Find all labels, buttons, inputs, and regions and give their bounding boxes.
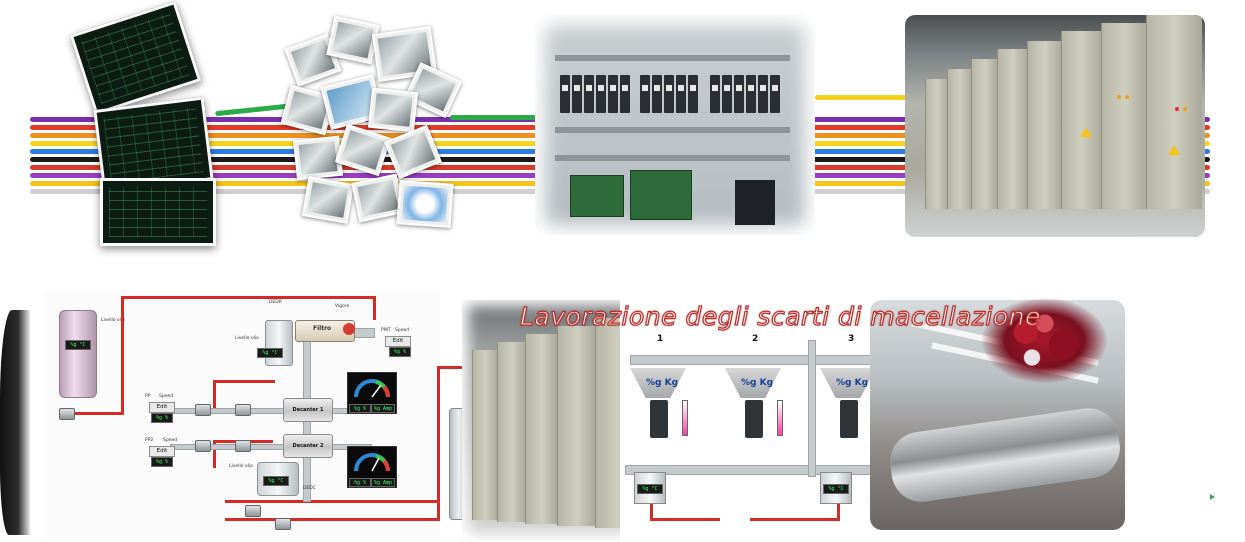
slaughter-waste-photo	[982, 298, 1107, 383]
photo-collage	[280, 10, 463, 228]
scada-process-diagram: %g °C Livello olio Filtro DEDR Vigore %g…	[45, 290, 469, 540]
process-readout-2: %g °C	[823, 484, 849, 494]
cursor-icon	[1210, 494, 1215, 500]
valve[interactable]	[235, 440, 251, 452]
bottom-temperature-readout: %g °C	[263, 476, 289, 486]
level-bar-2	[777, 400, 783, 436]
person-silhouette	[0, 310, 30, 535]
pp2-label: PP2	[145, 438, 154, 443]
collage-photo	[396, 180, 454, 228]
electrical-panel-photo	[535, 15, 815, 235]
valve[interactable]	[59, 408, 75, 420]
tank-temperature-readout: %g °C	[65, 340, 91, 350]
filter-label: Filtro	[313, 325, 332, 332]
power-supply	[735, 180, 775, 225]
process-readout-1: %g °C	[637, 484, 663, 494]
pp1-label: PP	[145, 394, 151, 399]
hopper-2-weight: %g Kg	[741, 378, 774, 388]
level-vessel	[265, 320, 293, 366]
decanter-2[interactable]: Decanter 2	[283, 434, 333, 458]
cable-yellow-3	[815, 95, 935, 100]
motor-1	[650, 400, 668, 438]
station-number-3: 3	[848, 334, 855, 344]
dryer-drum	[886, 404, 1124, 506]
cable-green-2	[450, 115, 590, 120]
level-temperature-readout: %g °C	[257, 348, 283, 358]
cabinet-corridor-photo	[462, 300, 642, 540]
pwr-label: PWT	[381, 328, 391, 333]
gauge-arc-icon	[354, 379, 390, 398]
valve[interactable]	[195, 440, 211, 452]
edit-speed-button-2[interactable]: Edit	[149, 446, 175, 457]
station-number-1: 1	[657, 334, 664, 344]
tank-level-label: Livello olio	[101, 318, 125, 323]
speed-readout-2: %g %	[151, 457, 173, 467]
speed-label-1: Speed	[159, 394, 174, 399]
gauge-1-percent: %g %	[349, 404, 371, 413]
storage-tank	[59, 310, 97, 398]
motor-3	[840, 400, 858, 438]
circuit-board	[570, 175, 624, 217]
collage-photo	[384, 124, 442, 180]
scada-screens-photo	[69, 0, 220, 246]
warning-icon	[1168, 145, 1180, 155]
level-bar-1	[682, 400, 688, 436]
circuit-board	[630, 170, 692, 220]
collage-photo	[301, 176, 355, 224]
collage-photo	[334, 123, 392, 177]
din-rail	[555, 55, 790, 61]
valve[interactable]	[195, 404, 211, 416]
filter-motor	[343, 323, 355, 335]
edit-speed-button-1[interactable]: Edit	[149, 402, 175, 413]
speed-label-2: Speed	[163, 438, 178, 443]
din-rail	[555, 127, 790, 133]
dedr-label: DEDR	[269, 300, 282, 305]
valve[interactable]	[235, 404, 251, 416]
vigore-label: Vigore	[335, 304, 350, 309]
speed-readout: %g %	[389, 347, 411, 357]
dedc-label: DEDC	[303, 486, 316, 491]
gauge-2-percent: %g %	[349, 478, 371, 487]
control-cabinets-photo	[905, 15, 1205, 237]
breaker-row	[560, 75, 785, 113]
collage-photo	[368, 87, 418, 133]
din-rail	[555, 155, 790, 161]
edit-speed-button[interactable]: Edit	[385, 336, 411, 347]
valve[interactable]	[275, 518, 291, 530]
motor-2	[745, 400, 763, 438]
bottom-level-label: Livello olio	[229, 464, 253, 469]
station-number-2: 2	[752, 334, 759, 344]
gauge-arc-icon	[354, 453, 390, 472]
screenshot-1	[69, 0, 202, 116]
gauge-2-amp: %g Amp	[371, 478, 395, 487]
valve[interactable]	[245, 505, 261, 517]
process-title: Lavorazione degli scarti di macellazione	[519, 301, 1041, 331]
warning-icon	[1080, 127, 1092, 137]
speed-readout-1: %g %	[151, 413, 173, 423]
level-label: Livello olio	[235, 336, 259, 341]
gauge-1-amp: %g Amp	[371, 404, 395, 413]
hopper-3-weight: %g Kg	[836, 378, 869, 388]
hopper-1-weight: %g Kg	[646, 378, 679, 388]
speed-label: Speed	[395, 328, 410, 333]
screenshot-3	[100, 178, 216, 246]
decanter-1[interactable]: Decanter 1	[283, 398, 333, 422]
